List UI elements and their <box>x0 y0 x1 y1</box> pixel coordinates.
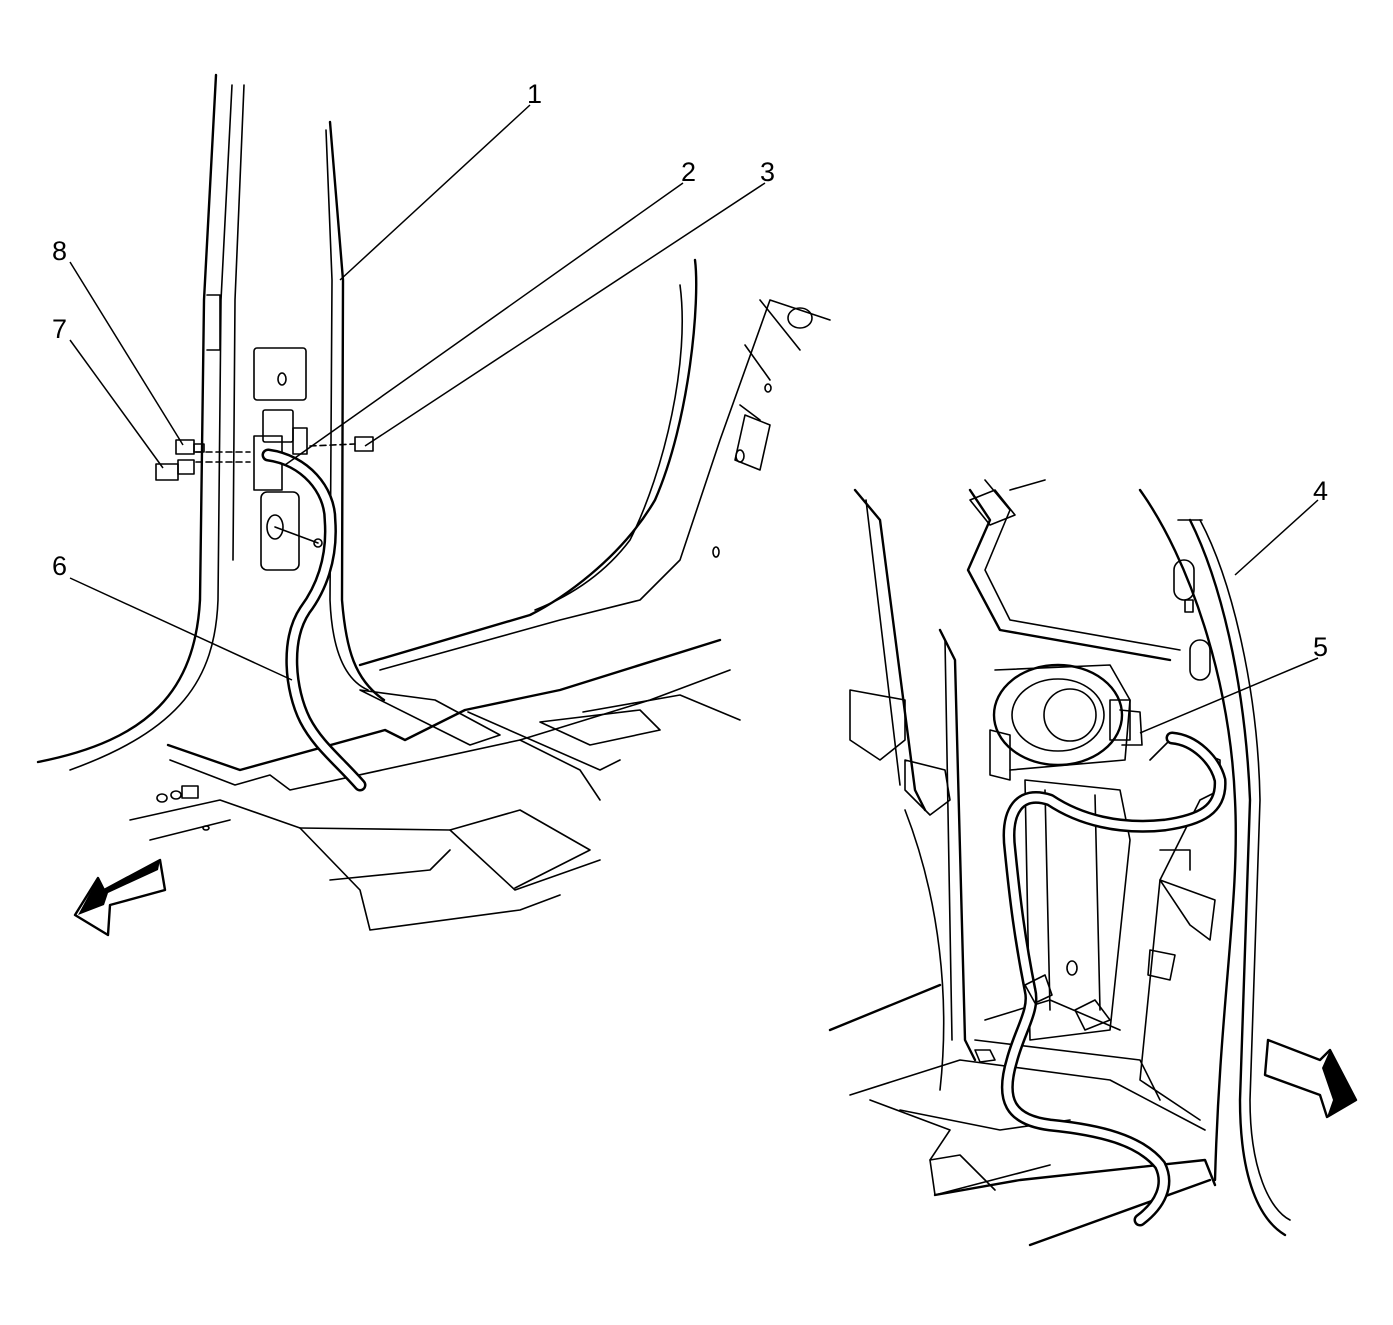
callout-5: 5 <box>1313 632 1328 662</box>
wiring-harness-6 <box>261 448 367 792</box>
callout-4: 4 <box>1313 476 1328 506</box>
connector-8 <box>175 439 205 455</box>
retractor-wiring-harness <box>1000 731 1227 1227</box>
right-view-retractor-assembly <box>828 479 1291 1247</box>
right-forward-arrow-icon <box>1263 1038 1358 1119</box>
callout-8: 8 <box>52 236 67 266</box>
callout-1: 1 <box>527 79 542 109</box>
connector-7 <box>155 459 195 481</box>
callout-2: 2 <box>681 157 696 187</box>
leader-lines <box>69 104 1319 734</box>
callout-labels: 1 2 3 4 5 6 7 8 <box>52 79 1328 662</box>
callout-7: 7 <box>52 314 67 344</box>
left-forward-arrow-icon <box>73 858 167 937</box>
left-view-pillar-assembly <box>36 73 831 931</box>
connector-3 <box>354 436 374 452</box>
callout-6: 6 <box>52 551 67 581</box>
callout-3: 3 <box>760 157 775 187</box>
